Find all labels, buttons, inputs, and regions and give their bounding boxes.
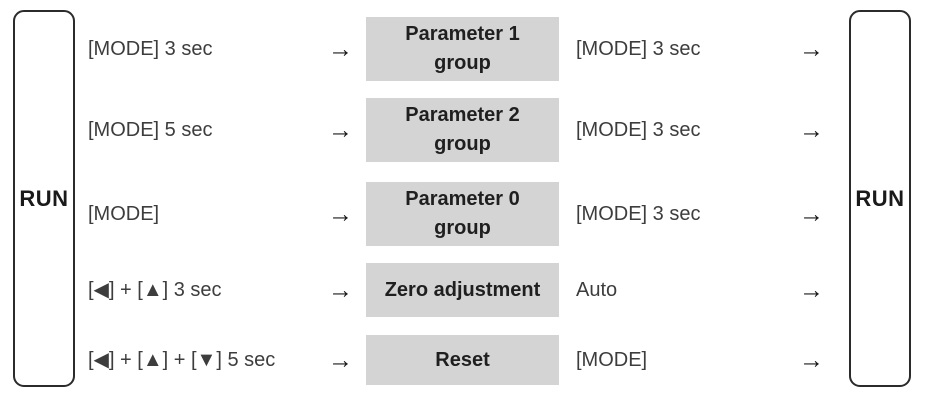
right-arrow-icon: → (328, 345, 353, 374)
state-label: Zero adjustment (384, 278, 541, 301)
right-arrow-icon: → (799, 199, 824, 228)
trigger-label: [◀] + [▲] + [▼] 5 sec (88, 349, 276, 371)
run-mode-panel-right: RUN (849, 10, 911, 387)
state-label: Parameter 0 group (405, 188, 520, 239)
right-arrow-icon: → (799, 115, 824, 144)
state-box-parameter2-group: Parameter 2 group (366, 98, 559, 162)
exit-label: [MODE] 3 sec (576, 203, 701, 225)
right-arrow-icon: → (799, 275, 824, 304)
run-mode-label: RUN (19, 185, 69, 211)
right-arrow-icon: → (328, 199, 353, 228)
trigger-label: [MODE] 3 sec (88, 38, 213, 60)
state-label: Reset (435, 348, 490, 371)
trigger-label: [MODE] (88, 203, 160, 225)
state-box-zero-adjustment: Zero adjustment (366, 263, 559, 317)
exit-label: [MODE] 3 sec (576, 38, 701, 60)
exit-label: Auto (576, 279, 618, 301)
trigger-label: [◀] + [▲] 3 sec (88, 279, 222, 301)
exit-label: [MODE] (576, 349, 648, 371)
right-arrow-icon: → (799, 345, 824, 374)
right-arrow-icon: → (328, 115, 353, 144)
flow-row-reset: [◀] + [▲] + [▼] 5 sec → Reset [MODE] → (88, 324, 835, 396)
flow-rows: [MODE] 3 sec → Parameter 1 group [MODE] … (88, 10, 835, 396)
right-arrow-icon: → (328, 275, 353, 304)
flow-row-parameter0: [MODE] → Parameter 0 group [MODE] 3 sec … (88, 172, 835, 256)
state-box-parameter1-group: Parameter 1 group (366, 17, 559, 81)
right-arrow-icon: → (328, 34, 353, 63)
state-label: Parameter 1 group (405, 23, 520, 74)
state-box-parameter0-group: Parameter 0 group (366, 182, 559, 246)
run-mode-panel-left: RUN (13, 10, 75, 387)
state-box-reset: Reset (366, 335, 559, 385)
exit-label: [MODE] 3 sec (576, 119, 701, 141)
flow-row-parameter2: [MODE] 5 sec → Parameter 2 group [MODE] … (88, 88, 835, 172)
right-arrow-icon: → (799, 34, 824, 63)
trigger-label: [MODE] 5 sec (88, 119, 213, 141)
run-mode-label: RUN (855, 185, 905, 211)
flow-row-parameter1: [MODE] 3 sec → Parameter 1 group [MODE] … (88, 10, 835, 88)
state-label: Parameter 2 group (405, 104, 520, 155)
flow-row-zero-adjustment: [◀] + [▲] 3 sec → Zero adjustment Auto → (88, 256, 835, 324)
